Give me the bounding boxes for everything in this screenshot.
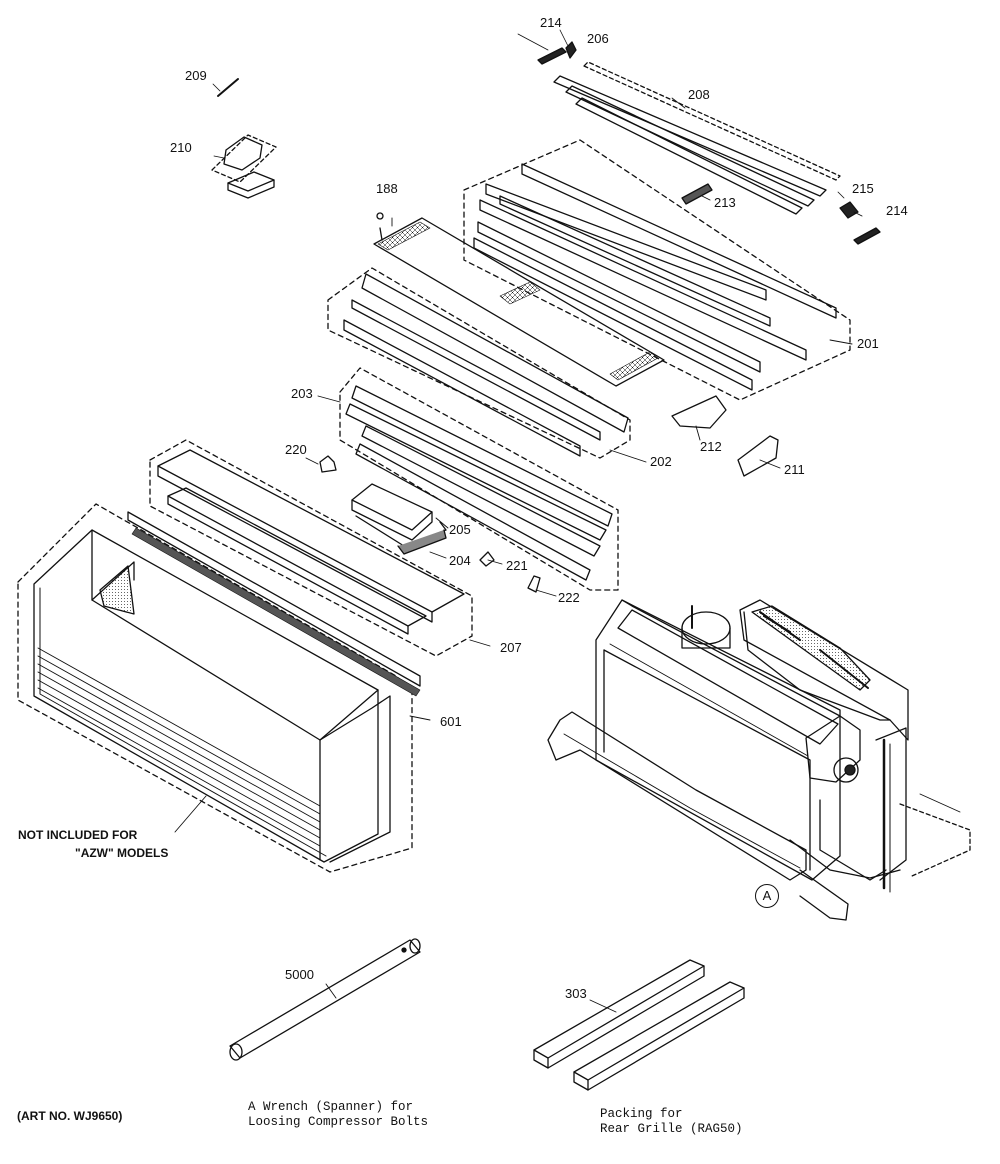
part-211: [737, 435, 779, 477]
label-188: 188: [376, 181, 398, 196]
label-212: 212: [700, 439, 722, 454]
label-214-right: 214: [886, 203, 908, 218]
part-207-group-outline: [149, 439, 473, 657]
callout-a: A: [755, 884, 779, 908]
wrench-caption-line2: Loosing Compressor Bolts: [248, 1115, 429, 1129]
part-221: [479, 551, 495, 567]
chassis-unit: [547, 599, 971, 921]
label-207: 207: [500, 640, 522, 655]
art-number: (ART NO. WJ9650): [17, 1109, 123, 1123]
label-213: 213: [714, 195, 736, 210]
note-not-included-line1: NOT INCLUDED FOR: [18, 828, 138, 842]
label-221: 221: [506, 558, 528, 573]
label-601: 601: [440, 714, 462, 729]
part-220: [319, 455, 337, 473]
part-212: [671, 395, 727, 429]
label-208: 208: [688, 87, 710, 102]
label-205: 205: [449, 522, 471, 537]
label-202: 202: [650, 454, 672, 469]
part-303-packing: [533, 959, 745, 1091]
packing-caption-line2: Rear Grille (RAG50): [600, 1122, 743, 1136]
wrench-caption-line1: A Wrench (Spanner) for: [248, 1100, 414, 1114]
part-214-206: [517, 29, 577, 65]
part-601-front-panel: [33, 511, 421, 863]
part-207-panels: [157, 449, 465, 635]
label-215: 215: [852, 181, 874, 196]
part-222: [527, 575, 541, 593]
part-203-group-outline: [339, 367, 619, 591]
label-201: 201: [857, 336, 879, 351]
label-222: 222: [558, 590, 580, 605]
label-214-top: 214: [540, 15, 562, 30]
label-209: 209: [185, 68, 207, 83]
label-210: 210: [170, 140, 192, 155]
label-203: 203: [291, 386, 313, 401]
part-208-rails: [553, 61, 841, 215]
label-206: 206: [587, 31, 609, 46]
packing-caption-line1: Packing for: [600, 1107, 683, 1121]
label-211: 211: [784, 462, 805, 477]
part-215-214: [837, 191, 881, 245]
part-5000-wrench: [229, 938, 421, 1061]
label-5000: 5000: [285, 967, 314, 982]
part-209-rod: [217, 78, 239, 97]
label-220: 220: [285, 442, 307, 457]
part-203-rails: [345, 385, 613, 581]
part-601-outline: [17, 503, 413, 873]
leader-lines: [174, 195, 863, 833]
part-188-grille: [373, 212, 665, 387]
part-213: [681, 183, 713, 205]
label-303: 303: [565, 986, 587, 1001]
part-202-group-outline: [327, 267, 631, 459]
part-202-rails: [343, 273, 629, 457]
label-204: 204: [449, 553, 471, 568]
part-201-rails: [473, 163, 837, 391]
part-201-group-outline: [463, 139, 851, 401]
part-205-204: [351, 483, 447, 555]
part-210-bracket: [211, 134, 277, 199]
note-not-included-line2: "AZW" MODELS: [75, 846, 169, 860]
